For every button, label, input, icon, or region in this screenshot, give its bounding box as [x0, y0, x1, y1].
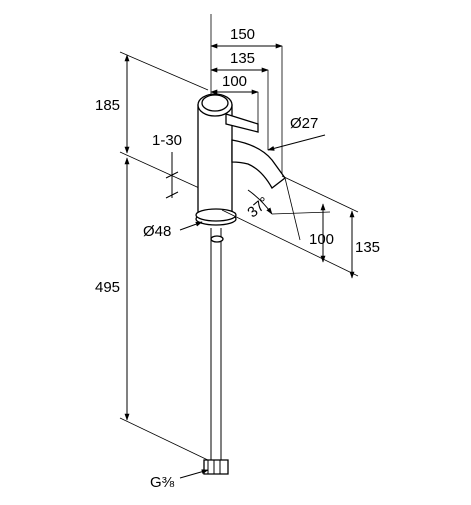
angle-37-label: 37°: [244, 194, 272, 222]
range-1-30-lines: [165, 152, 179, 199]
diameter-48-leader: [179, 221, 203, 231]
dim-185-label: 185: [95, 97, 120, 114]
thread-g38-leader: [179, 469, 209, 479]
diameter-27-label: Ø27: [290, 115, 318, 132]
angle-37-lines: [247, 177, 301, 241]
dim-1-30-label: 1-30: [152, 132, 182, 149]
top-dimension-lines: [210, 14, 283, 176]
dim-135-right-label: 135: [355, 239, 380, 256]
right-dimension-lines: [221, 175, 359, 279]
dim-495-label: 495: [95, 279, 120, 296]
diameter-48-label: Ø48: [143, 223, 171, 240]
dim-135-top-label: 135: [230, 50, 255, 67]
dim-150-label: 150: [230, 26, 255, 43]
diameter-27-leader: [267, 134, 326, 151]
thread-g38-label: G⅜: [150, 474, 175, 491]
dim-100-top-label: 100: [222, 73, 247, 90]
faucet-body: [195, 93, 286, 475]
dim-100-right-label: 100: [309, 231, 334, 248]
left-dimension-lines: [119, 51, 213, 463]
